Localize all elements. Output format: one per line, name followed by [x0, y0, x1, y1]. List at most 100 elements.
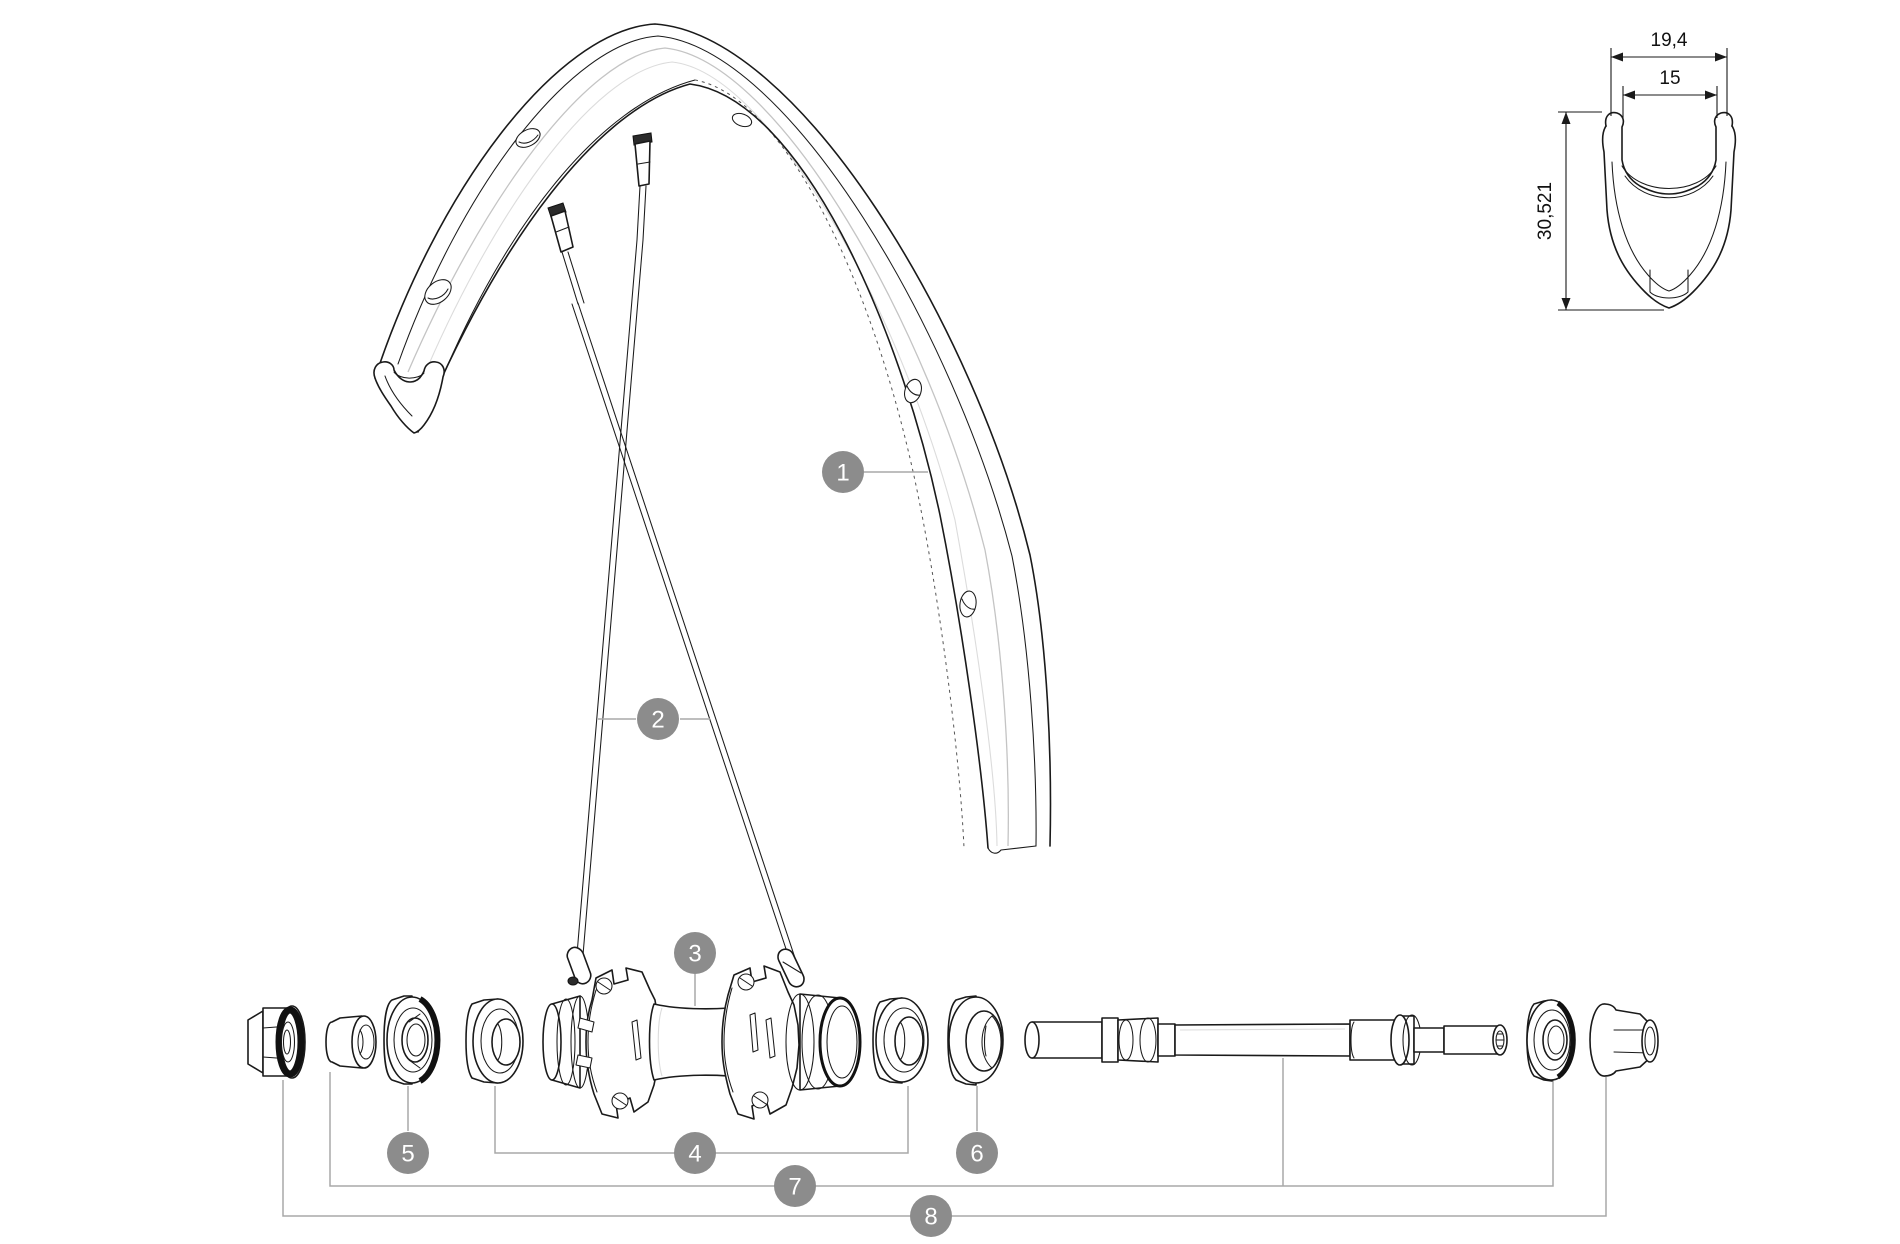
- spoke-hole: [904, 378, 922, 404]
- dim-text-outer-width: 19,4: [1651, 30, 1688, 51]
- bearing-bore: [1547, 1025, 1565, 1055]
- axle-end-section: [1443, 1025, 1501, 1055]
- left-axle-nut: [247, 1005, 306, 1079]
- callout-number: 6: [970, 1141, 983, 1168]
- rim-section-view: 19,4 15 30,521: [1535, 30, 1737, 311]
- rim-spoke-holes: [424, 112, 977, 618]
- nut-bore: [1644, 1026, 1656, 1056]
- bearing-face-ring: [1533, 1009, 1571, 1071]
- axle-right-collar: [1349, 1019, 1397, 1061]
- spoke-slot-tab: [575, 1054, 593, 1069]
- callout-1[interactable]: 1: [822, 451, 864, 493]
- callout-4[interactable]: 4: [674, 1132, 716, 1174]
- rim-outer-contour: [397, 35, 1037, 847]
- axle-ring: [1139, 1017, 1157, 1063]
- callout-circle[interactable]: [822, 451, 864, 493]
- axle-shaft-shade: [1179, 1028, 1346, 1031]
- spoke-thread: [642, 185, 647, 241]
- spoke-nipple-body: [550, 210, 574, 253]
- barrel-shade: [657, 1007, 663, 1077]
- spoke-a: [547, 202, 805, 988]
- spacer-washer: [325, 1015, 377, 1069]
- dim-outer-width: 19,4: [1610, 30, 1728, 116]
- hub-body: [542, 965, 862, 1120]
- section-profile: [1601, 111, 1737, 309]
- callout-5[interactable]: 5: [387, 1132, 429, 1174]
- spoke-wire-edge: [575, 239, 638, 967]
- arrowhead: [1705, 90, 1717, 100]
- spoke-hole-wall: [906, 385, 921, 396]
- ring: [785, 993, 815, 1091]
- bearing-bore-ring: [491, 1018, 521, 1066]
- flange-pin: [765, 1017, 776, 1059]
- spoke-head-line: [782, 961, 802, 974]
- right-axle-nut: [1589, 1003, 1659, 1077]
- callout-number: 4: [688, 1141, 701, 1168]
- spoke-b: [566, 132, 653, 986]
- rim-brake-track-2: [417, 61, 998, 847]
- spoke-thread: [561, 251, 579, 305]
- callout-circle[interactable]: [774, 1165, 816, 1207]
- spoke-hole-wall: [961, 598, 976, 610]
- callout-number: 8: [924, 1204, 937, 1231]
- axle-splines: [1495, 1033, 1505, 1047]
- screw-slot: [597, 981, 611, 991]
- spacer-bore-wall: [359, 1029, 364, 1055]
- spoke-thread: [636, 185, 641, 241]
- rim-inner-edge: [417, 83, 989, 849]
- spokes: [547, 132, 805, 988]
- callout-circle[interactable]: [956, 1132, 998, 1174]
- rim-arc: [373, 23, 1052, 854]
- flange-pin: [749, 1012, 759, 1053]
- bearing-hatch: [408, 1059, 421, 1069]
- callout-3[interactable]: 3: [674, 932, 716, 974]
- spoke-hole: [515, 128, 541, 148]
- callout-7[interactable]: 7: [774, 1165, 816, 1207]
- spoke-head-tip: [567, 976, 579, 986]
- spoke-hole-wall: [518, 134, 539, 144]
- callout-circle[interactable]: [910, 1195, 952, 1237]
- callout-circle[interactable]: [674, 932, 716, 974]
- callout-8[interactable]: 8: [910, 1195, 952, 1237]
- callout-6[interactable]: 6: [956, 1132, 998, 1174]
- bracket-7: [329, 1072, 1554, 1187]
- bracket-8: [282, 1077, 1607, 1217]
- spoke-hole: [731, 112, 753, 128]
- profile-bead-hooks: [1604, 111, 1734, 195]
- spoke-thread: [567, 251, 585, 304]
- nut-hex-left: [247, 1010, 264, 1074]
- bearing-hatch: [408, 1013, 421, 1023]
- axle-flange-ring: [1390, 1014, 1410, 1066]
- callout-circle[interactable]: [674, 1132, 716, 1174]
- callout-2[interactable]: 2: [637, 698, 679, 740]
- rim-brake-track-1: [407, 47, 1009, 847]
- nut-bore: [282, 1029, 292, 1055]
- spoke-nipple-flat: [637, 161, 651, 165]
- spoke-hole: [424, 279, 452, 305]
- dim-depth: 30,521: [1535, 111, 1664, 311]
- spoke-wire-edge: [581, 239, 644, 968]
- leader-lines: [282, 471, 1607, 1217]
- ring-bore: [826, 1005, 858, 1079]
- bearing-seal-ring: [418, 996, 441, 1084]
- spoke-slot-tab: [577, 1017, 595, 1033]
- hub-left-flange: [575, 967, 661, 1119]
- left-inner-bearing: [465, 998, 524, 1084]
- callout-circle[interactable]: [637, 698, 679, 740]
- spoke-hole: [959, 590, 977, 618]
- axle-ring: [1118, 1019, 1134, 1061]
- profile-inner-wall: [1611, 161, 1727, 292]
- arrowhead: [1611, 52, 1623, 62]
- preload-adjuster: [947, 995, 1004, 1086]
- callout-number: 5: [401, 1141, 414, 1168]
- bearing-bore-ring: [894, 1016, 924, 1066]
- spoke-head: [566, 946, 592, 985]
- callout-circle[interactable]: [387, 1132, 429, 1174]
- dim-text-depth: 30,521: [1535, 182, 1556, 240]
- hub-right-rings: [785, 993, 862, 1091]
- axle-neck: [1413, 1027, 1445, 1053]
- screw-slot: [739, 977, 753, 987]
- rim-left-cut-inner-line: [384, 375, 413, 417]
- axle-left-end: [1031, 1021, 1103, 1059]
